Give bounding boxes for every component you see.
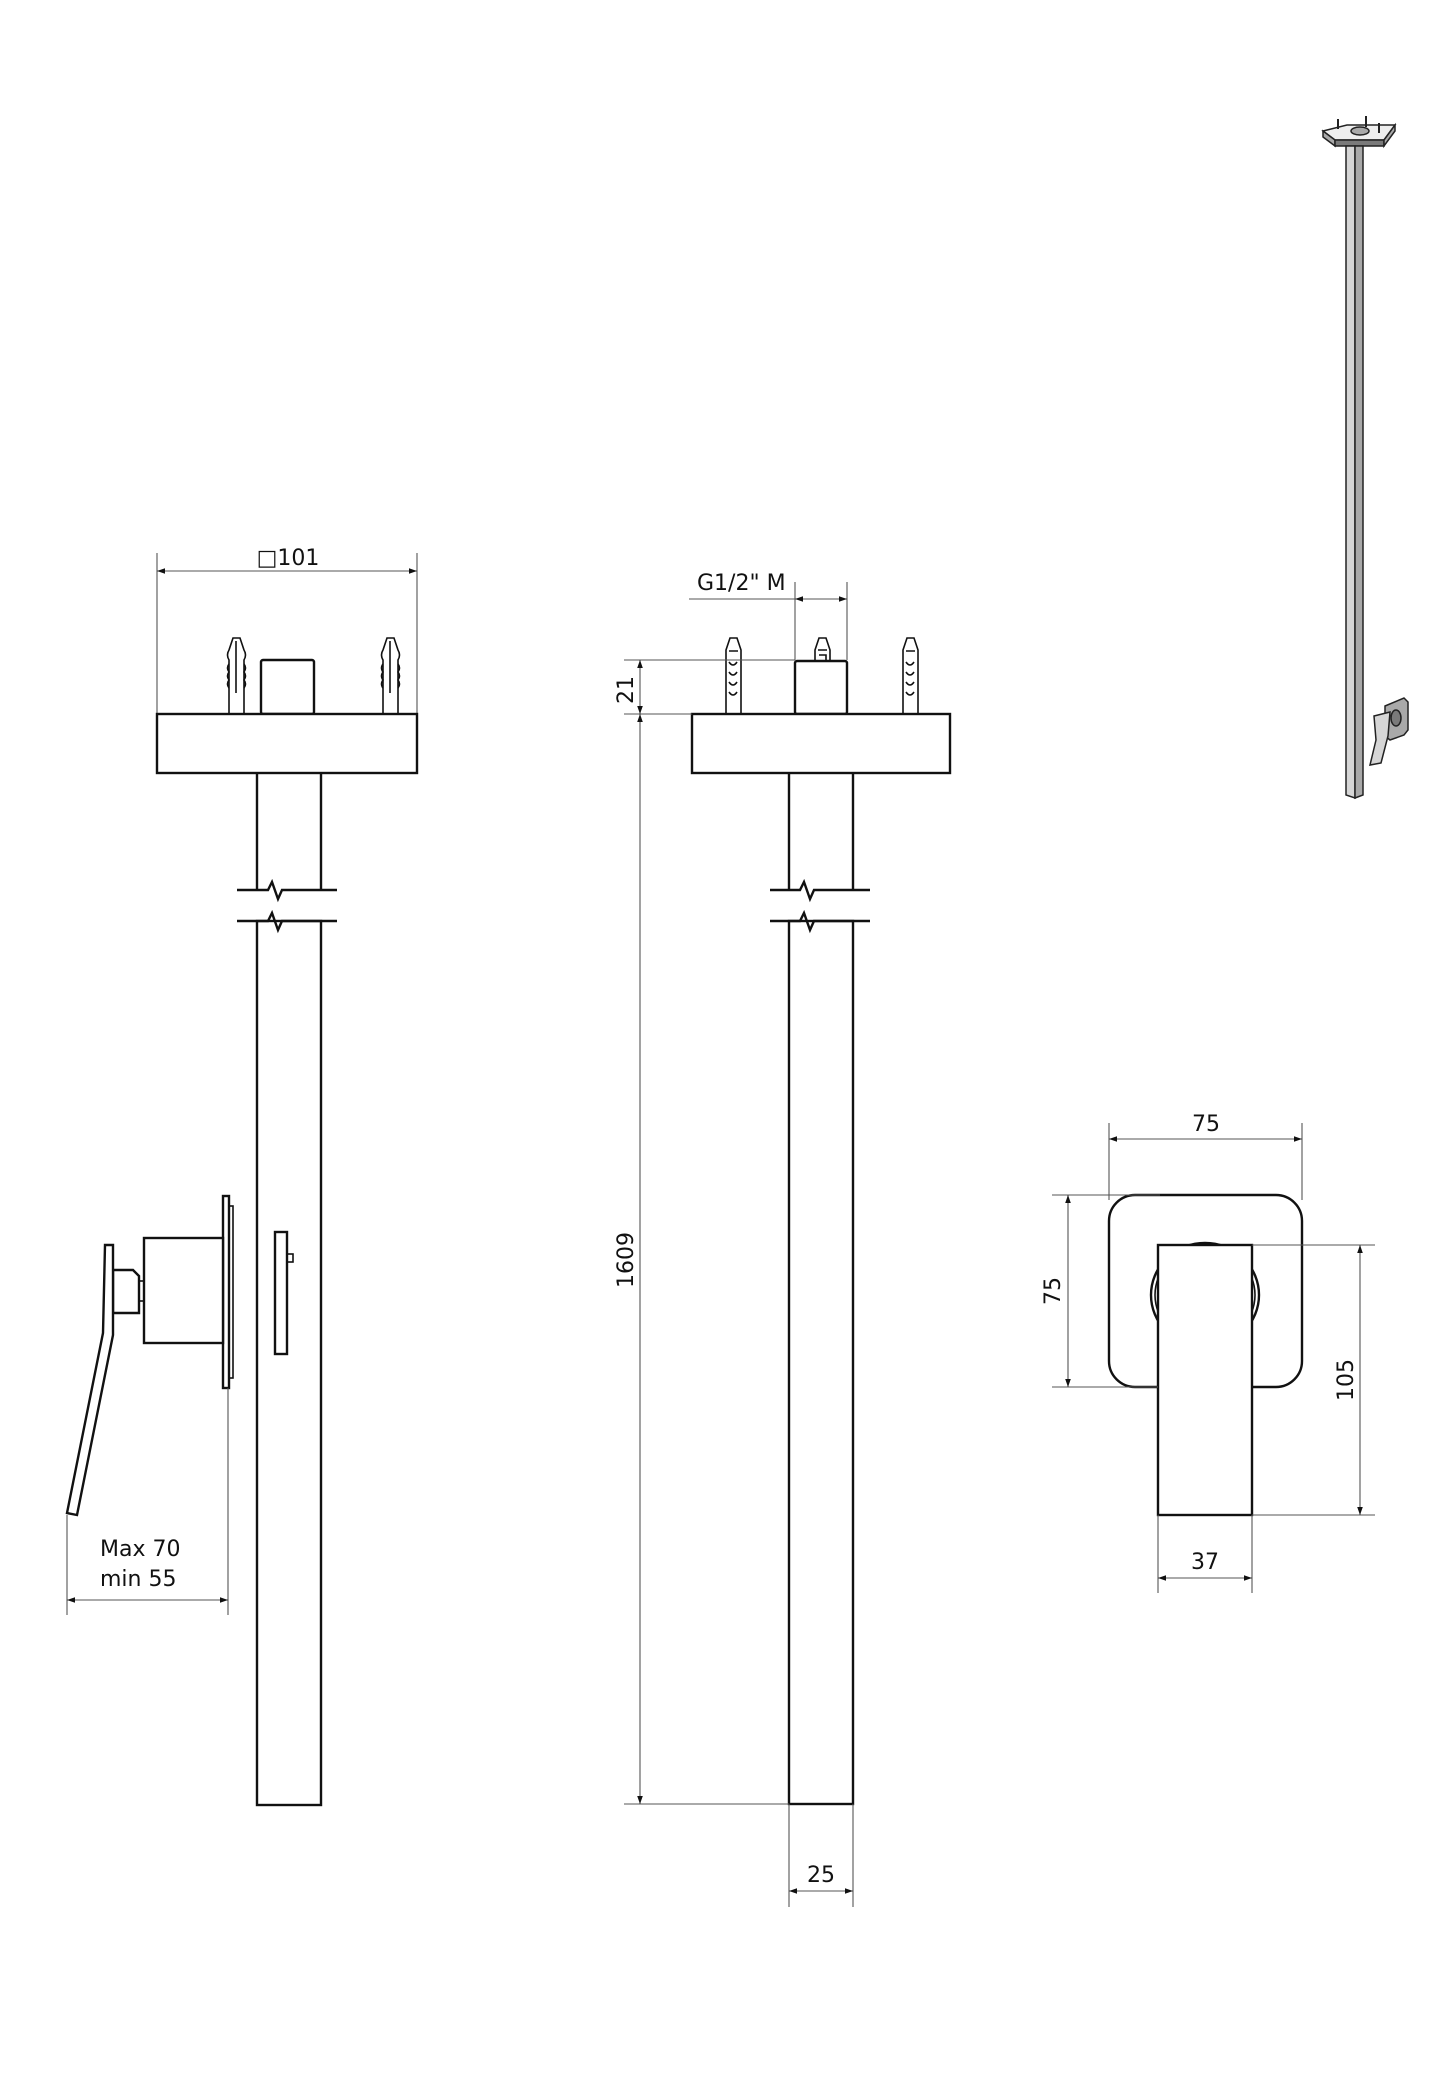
lever-height-label: 105 — [1334, 1359, 1359, 1401]
overall-height-label: 1609 — [614, 1232, 639, 1288]
ceiling-plate — [155, 712, 419, 775]
wall-anchor-right — [380, 637, 401, 714]
thread-label: G1/2" M — [697, 571, 786, 596]
front-view: G1/2" M 21 — [614, 571, 952, 1907]
ceiling-plate — [690, 712, 952, 775]
wall-anchor-left — [226, 637, 247, 714]
pipe-width-label: 25 — [807, 1863, 835, 1888]
anchor-height-dimension: 21 — [614, 659, 795, 715]
anchor-height-label: 21 — [614, 676, 639, 704]
mixer-front-view: 75 75 105 37 — [1041, 1112, 1375, 1593]
plate-width-dimension: □101 — [156, 546, 418, 714]
break-symbol — [770, 878, 870, 934]
side-view: □101 — [65, 546, 419, 1807]
concealed-mixer-side — [65, 1194, 294, 1517]
rosette-height-dimension: 75 — [1041, 1194, 1160, 1388]
isometric-view — [1321, 116, 1409, 800]
plate-width-label: □101 — [257, 546, 320, 571]
mixer-lever-side — [65, 1243, 115, 1517]
lever-width-label: 37 — [1191, 1550, 1219, 1575]
mixer-lever-front — [1156, 1243, 1254, 1517]
rosette-width-dimension: 75 — [1108, 1112, 1303, 1200]
vertical-pipe — [787, 919, 855, 1806]
pipe-width-dimension: 25 — [788, 1804, 854, 1907]
lever-width-dimension: 37 — [1157, 1515, 1253, 1593]
connection-stub — [259, 658, 316, 716]
projection-dimension: Max 70 min 55 — [66, 1388, 229, 1615]
overall-height-dimension: 1609 — [614, 714, 789, 1805]
rosette-width-label: 75 — [1192, 1112, 1220, 1137]
thread-dimension: G1/2" M — [689, 571, 848, 660]
vertical-pipe — [255, 919, 323, 1807]
projection-max-label: Max 70 — [100, 1537, 180, 1562]
rosette-height-label: 75 — [1041, 1277, 1066, 1305]
lever-height-dimension: 105 — [1252, 1244, 1375, 1516]
connection-stub — [793, 637, 849, 716]
wall-anchor-right — [902, 637, 919, 714]
wall-anchor-left — [725, 637, 742, 714]
projection-min-label: min 55 — [100, 1567, 176, 1592]
